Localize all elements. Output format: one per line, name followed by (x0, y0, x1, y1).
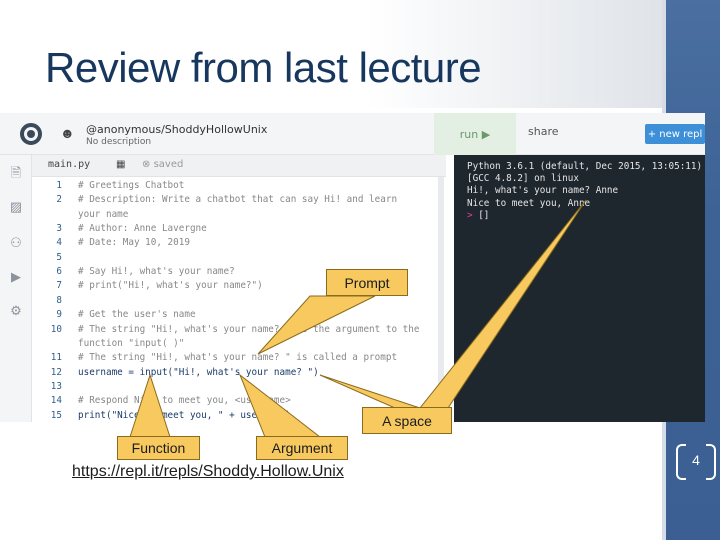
console-prompt[interactable]: > [] (467, 210, 705, 222)
code-text: # print("Hi!, what's your name?") (78, 280, 263, 292)
editor-tabbar: main.py ▦ ⊗ saved (32, 155, 446, 177)
packages-icon[interactable]: ▨ (9, 199, 23, 214)
repl-link[interactable]: https://repl.it/repls/Shoddy.Hollow.Unix (72, 463, 344, 480)
line-number: 4 (56, 237, 62, 249)
console-output[interactable]: Python 3.6.1 (default, Dec 2015, 13:05:1… (454, 155, 705, 422)
code-text: # The string "Hi!, what's your name? " i… (78, 323, 420, 335)
line-number: 10 (50, 323, 62, 335)
files-icon[interactable]: 🗎 (10, 165, 22, 180)
prompt-callout: Prompt (326, 269, 408, 296)
settings-icon[interactable]: ⚙ (10, 303, 22, 318)
code-text: # Author: Anne Lavergne (78, 223, 207, 235)
code-text: # Get the user's name (78, 309, 196, 321)
saved-icon: ⊗ (142, 159, 154, 170)
run-button[interactable]: run ▶ (434, 113, 516, 155)
line-number: 13 (50, 380, 62, 392)
line-number: 8 (56, 294, 62, 306)
line-number: 11 (50, 352, 62, 364)
code-text: # The string "Hi!, what's your name? " i… (78, 352, 398, 364)
line-number: 6 (56, 266, 62, 278)
line-number: 9 (56, 309, 62, 321)
console-line: [GCC 4.8.2] on linux (467, 173, 579, 185)
code-text: print("Nice to meet you, " + username) (78, 409, 291, 421)
editor-scrollbar[interactable] (438, 177, 444, 422)
line-number: 7 (56, 280, 62, 292)
line-number: 5 (56, 251, 62, 263)
saved-label: saved (153, 159, 184, 170)
code-text: # Say Hi!, what's your name? (78, 266, 235, 278)
file-tab-main[interactable]: main.py (48, 159, 91, 170)
code-editor[interactable]: 1 # Greetings Chatbot 2 # Description: Writ… (32, 177, 446, 422)
console-line: Hi!, what's your name? Anne (467, 185, 619, 197)
line-number: 1 (56, 180, 62, 191)
line-number: 2 (56, 194, 62, 206)
users-icon[interactable]: ⚇ (10, 235, 22, 250)
repo-description[interactable]: No description (86, 137, 152, 147)
function-callout: Function (117, 436, 200, 460)
repo-title[interactable]: @anonymous/ShoddyHollowUnix (86, 123, 268, 136)
new-repl-button[interactable]: + new repl (645, 124, 705, 144)
repl-topbar: ☻ @anonymous/ShoddyHollowUnix No descrip… (0, 113, 705, 155)
debugger-icon[interactable]: ▶ (11, 269, 21, 284)
console-line: Nice to meet you, Anne (467, 197, 591, 209)
title-background (0, 0, 666, 108)
code-text: your name (78, 208, 129, 220)
line-number: 14 (50, 395, 62, 407)
code-text: # Respond Nice to meet you, <username> (78, 395, 291, 407)
line-number: 3 (56, 223, 62, 235)
code-text: # Description: Write a chatbot that can … (78, 194, 398, 206)
console-line: Python 3.6.1 (default, Dec 2015, 13:05:1… (467, 161, 703, 172)
repl-sidebar: 🗎 ▨ ⚇ ▶ ⚙ (0, 155, 32, 422)
a-space-callout: A space (362, 407, 452, 434)
code-text: # Greetings Chatbot (78, 180, 185, 191)
code-text: function "input( )" (78, 337, 185, 349)
repl-logo-icon[interactable] (20, 123, 42, 145)
repl-screenshot: ☻ @anonymous/ShoddyHollowUnix No descrip… (0, 113, 705, 422)
file-menu-icon[interactable]: ▦ (116, 159, 126, 170)
console-cursor: [] (472, 209, 490, 221)
code-text: # Date: May 10, 2019 (78, 237, 190, 249)
saved-status: ⊗ saved (142, 159, 183, 170)
argument-callout: Argument (256, 436, 348, 460)
page-number: 4 (676, 444, 716, 480)
slide-title: Review from last lecture (45, 44, 482, 91)
share-button[interactable]: share (528, 125, 559, 138)
line-number: 15 (50, 409, 62, 421)
code-text: username = input("Hi!, what's your name?… (78, 366, 319, 378)
line-number: 12 (50, 366, 62, 378)
user-icon: ☻ (60, 125, 75, 141)
